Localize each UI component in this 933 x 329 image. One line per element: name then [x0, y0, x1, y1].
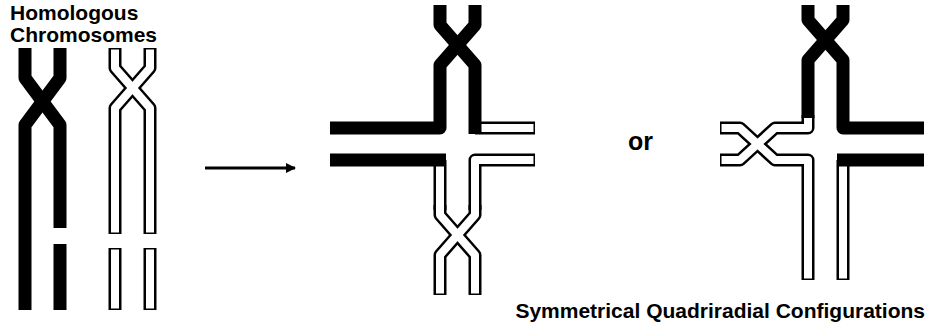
- quadriradial-1: [330, 5, 535, 295]
- arrow: [205, 167, 295, 170]
- configuration-caption: Symmetrical Quadriradial Configurations: [515, 300, 925, 322]
- conjunction-label: or: [628, 128, 653, 154]
- figure-label: Homologous Chromosomes: [10, 2, 160, 46]
- quadriradial-2: [720, 5, 924, 280]
- black-chromosome: [25, 48, 60, 310]
- white-chromosome: [115, 48, 150, 310]
